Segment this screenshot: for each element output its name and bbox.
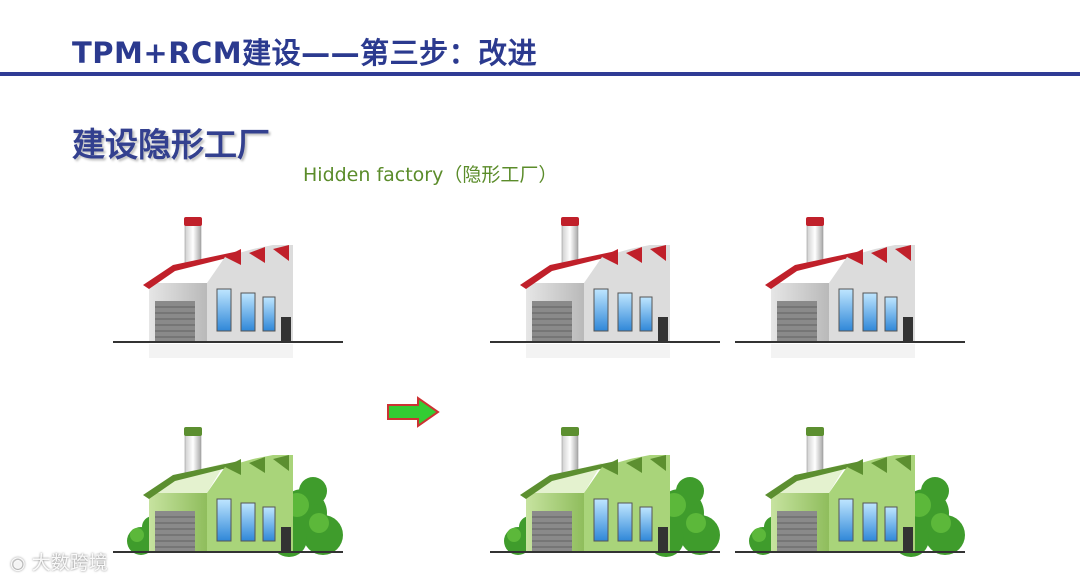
green-factory-illustration — [490, 415, 720, 585]
section-subtitle: Hidden factory（隐形工厂） — [303, 164, 558, 186]
page-title: TPM+RCM建设——第三步：改进 — [72, 36, 538, 70]
watermark-label: 大数跨境 — [31, 552, 108, 574]
green-factory-illustration — [113, 415, 343, 585]
grey-factory-illustration — [735, 205, 965, 375]
grey-factory-illustration — [490, 205, 720, 375]
grey-factory-illustration — [113, 205, 343, 375]
title-divider — [0, 72, 1080, 76]
section-heading: 建设隐形工厂 — [72, 125, 270, 164]
brand-logo-icon: ◉ — [10, 553, 26, 574]
green-factory-illustration — [735, 415, 965, 585]
right-arrow-icon — [386, 396, 440, 428]
watermark: ◉大数跨境 — [10, 548, 108, 575]
